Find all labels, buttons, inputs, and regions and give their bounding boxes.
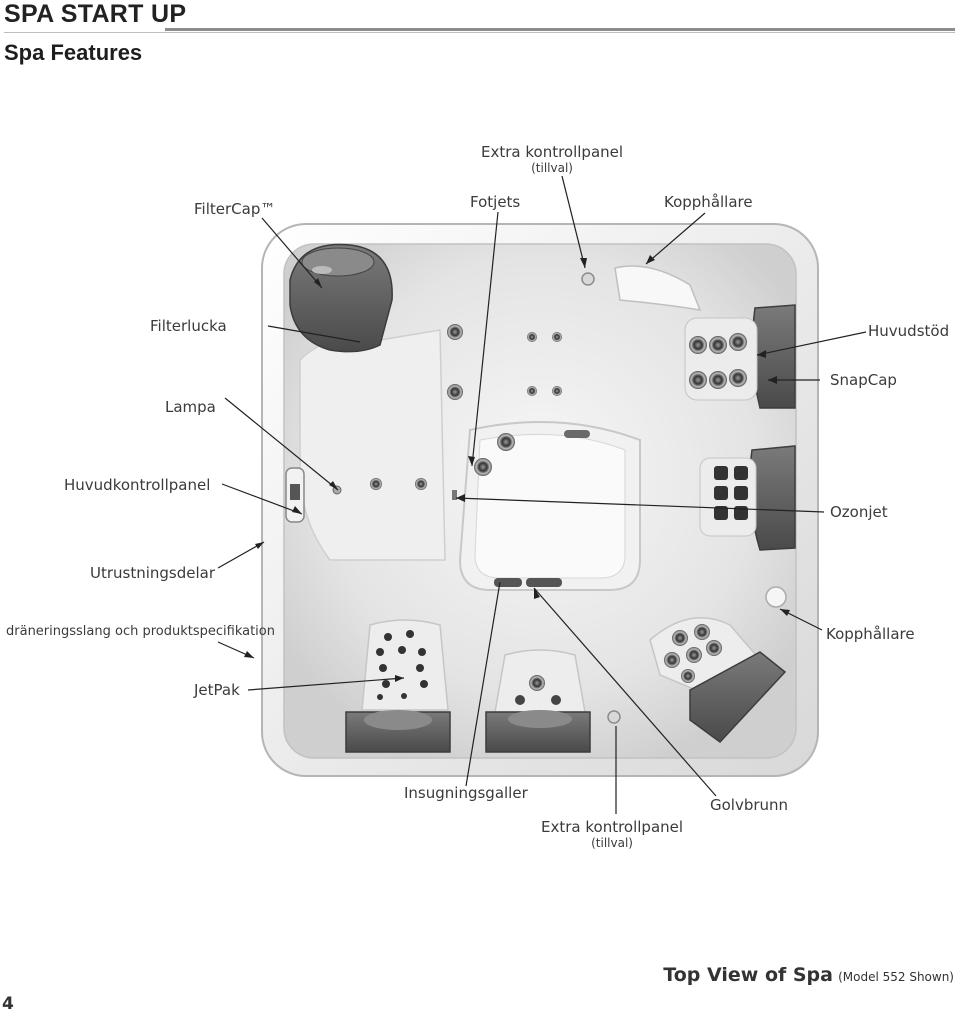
insugningsgaller-drawing [494,578,562,587]
kopphallare-right-drawing [765,586,787,608]
label-extra-panel-top: Extra kontrollpanel (tillval) [481,143,623,175]
extra-panel-top-button [581,272,595,286]
label-golvbrunn: Golvbrunn [710,796,789,814]
leader-arrowheads [244,255,790,682]
corner-seat-drawing [649,617,787,743]
label-fotjets: Fotjets [470,193,521,211]
caption-note: (Model 552 Shown) [838,970,954,984]
lounge-contour [299,329,446,561]
jets-center [370,324,590,490]
jetpak-seat-drawing [345,619,451,753]
label-jetpak: JetPak [194,681,240,699]
label-extra-panel-bottom-note: (tillval) [591,836,633,850]
extra-panel-bottom-button [607,710,621,724]
jets-right-upper [689,333,747,389]
label-extra-panel-bottom-text: Extra kontrollpanel [541,818,684,836]
label-utrustningsdelar: Utrustningsdelar [90,564,216,582]
section-subtitle: Spa Features [4,40,143,65]
label-kopphallare-top: Kopphållare [664,193,753,211]
label-insugningsgaller: Insugningsgaller [404,784,528,802]
section-title: SPA START UP [4,0,187,28]
label-filterlucka: Filterlucka [150,317,227,335]
headrest-upper [751,304,796,409]
label-extra-panel-top-note: (tillval) [531,161,573,175]
label-ozonjet: Ozonjet [830,503,888,521]
label-extra-panel-top-text: Extra kontrollpanel [481,143,624,161]
headrest-middle [749,445,796,551]
label-filtercap: FilterCap™ [194,200,276,218]
main-control-panel-drawing [285,467,305,523]
header-rule-thin [4,32,955,33]
label-kopphallare-right: Kopphållare [826,625,915,643]
figure-caption: Top View of Spa (Model 552 Shown) [663,964,954,986]
kopphallare-top-drawing [614,265,702,311]
page-number: 4 [2,994,14,1014]
label-huvudkontrollpanel: Huvudkontrollpanel [64,476,211,494]
label-huvudstod: Huvudstöd [868,322,950,340]
header-rule [165,28,955,31]
bottom-middle-seat-drawing [485,649,591,753]
footwell-inner [474,433,626,579]
label-lampa: Lampa [165,398,216,416]
jets-right-middle [714,466,748,520]
jets-jetpak [376,630,428,700]
filtercap-drawing [289,243,393,353]
caption-title: Top View of Spa [663,964,833,986]
label-extra-panel-bottom: Extra kontrollpanel (tillval) [541,818,683,850]
label-snapcap: SnapCap [830,371,897,389]
label-draneringsslang: dräneringsslang och produktspecifikation [6,624,275,639]
ozonjet-drawing [452,490,457,500]
